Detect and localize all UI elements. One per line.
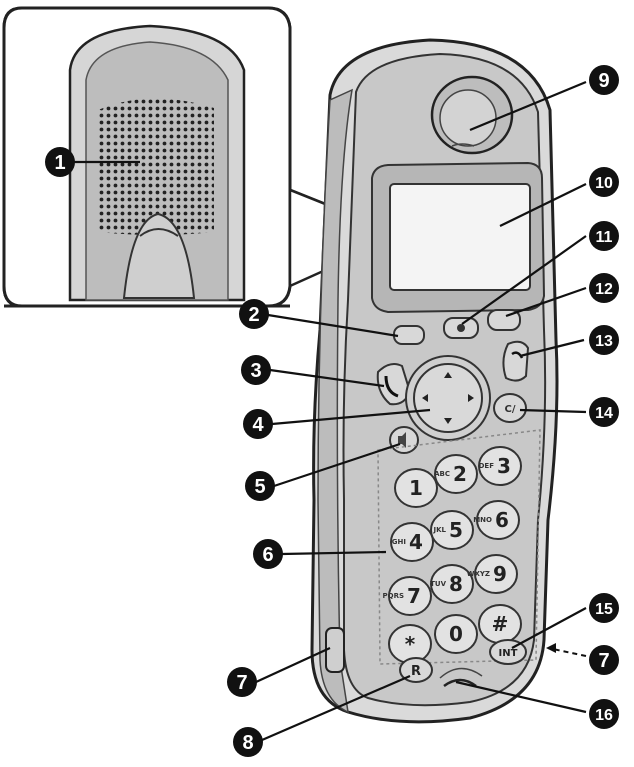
callout-number: 12 [595, 281, 613, 298]
keypad-key-letters: TUV [430, 580, 446, 588]
keypad-key-digit: 1 [409, 476, 423, 500]
clear-key-label: C/ [505, 404, 516, 415]
keypad-key-letters: JKL [433, 526, 447, 534]
dial-keypad-outline [377, 429, 541, 665]
callout-number: 2 [248, 304, 259, 326]
speaker-grille [98, 98, 214, 235]
keypad-key-digit: 0 [449, 622, 463, 646]
callout-number: 7 [236, 672, 247, 694]
callout-5: 5 [245, 471, 275, 501]
callout-number: 10 [595, 175, 613, 192]
microphone [443, 678, 477, 688]
leader-lines [74, 80, 587, 742]
keypad-key-digit: 7 [407, 584, 421, 608]
callout-4: 4 [243, 409, 273, 439]
keypad-key-digit: 5 [449, 518, 463, 542]
display-screen [389, 183, 531, 291]
keypad-key-digit: 6 [495, 508, 509, 532]
keypad-key-letters: DEF [479, 462, 495, 470]
callout-6: 6 [253, 539, 283, 569]
off-power-key[interactable] [502, 340, 530, 382]
keypad-key-digit: # [492, 612, 509, 636]
callout-13: 13 [589, 325, 619, 355]
keypad-key-digit: 3 [497, 454, 511, 478]
clear-key[interactable]: C/ [493, 393, 527, 423]
keypad-key-letters: MNO [473, 516, 492, 524]
callout-14: 14 [589, 397, 619, 427]
keypad-key-star[interactable]: * [388, 624, 432, 664]
callout-11: 11 [589, 221, 619, 251]
callout-number: 16 [595, 707, 613, 724]
keypad-key-digit: 4 [409, 530, 423, 554]
navigator-key[interactable] [405, 355, 491, 441]
callout-number: 9 [598, 70, 609, 92]
keypad-key-letters: WXYZ [467, 570, 490, 578]
callout-number: 5 [254, 476, 265, 498]
callout-number: 6 [262, 544, 273, 566]
left-soft-key[interactable] [393, 325, 425, 345]
keypad-key-letters: GHI [392, 538, 406, 546]
callout-number: 3 [250, 360, 261, 382]
callout-3: 3 [241, 355, 271, 385]
callout-number: 11 [596, 229, 613, 246]
keypad-key-digit: 9 [493, 562, 507, 586]
callout-number: 8 [242, 732, 253, 754]
callout-number: 13 [595, 333, 613, 350]
callout-9: 9 [589, 65, 619, 95]
callout-10: 10 [589, 167, 619, 197]
callout-8: 8 [233, 727, 263, 757]
speaker-inset [2, 6, 332, 308]
callout-15: 15 [589, 593, 619, 623]
keypad-key-1[interactable]: 1 [394, 468, 438, 508]
keypad-key-letters: ABC [434, 470, 450, 478]
headset-jack [325, 627, 345, 673]
keypad-key-letters: PQRS [382, 592, 404, 600]
talk-icon [384, 375, 399, 398]
callout-number: 4 [252, 414, 264, 436]
callout-12: 12 [589, 273, 619, 303]
callout-number: 15 [595, 601, 613, 618]
intercom-key-label: INT [499, 648, 518, 659]
callout-1: 1 [45, 147, 75, 177]
callout-number: 14 [595, 405, 613, 422]
handsfree-key[interactable] [389, 426, 419, 454]
callout-16: 16 [589, 699, 619, 729]
keypad-key-digit: * [405, 632, 416, 656]
keypad-key-hash[interactable]: # [478, 604, 522, 644]
keypad-key-digit: 8 [449, 572, 463, 596]
callout-number: 7 [598, 650, 609, 672]
callout-number: 1 [54, 152, 65, 174]
callout-7-b: 7 [589, 645, 619, 675]
keypad-key-digit: 2 [453, 462, 467, 486]
callout-7: 7 [227, 667, 257, 697]
callout-2: 2 [239, 299, 269, 329]
recall-key-label: R [411, 664, 421, 679]
keypad-key-0[interactable]: 0 [434, 614, 478, 654]
talk-key[interactable] [376, 363, 412, 406]
